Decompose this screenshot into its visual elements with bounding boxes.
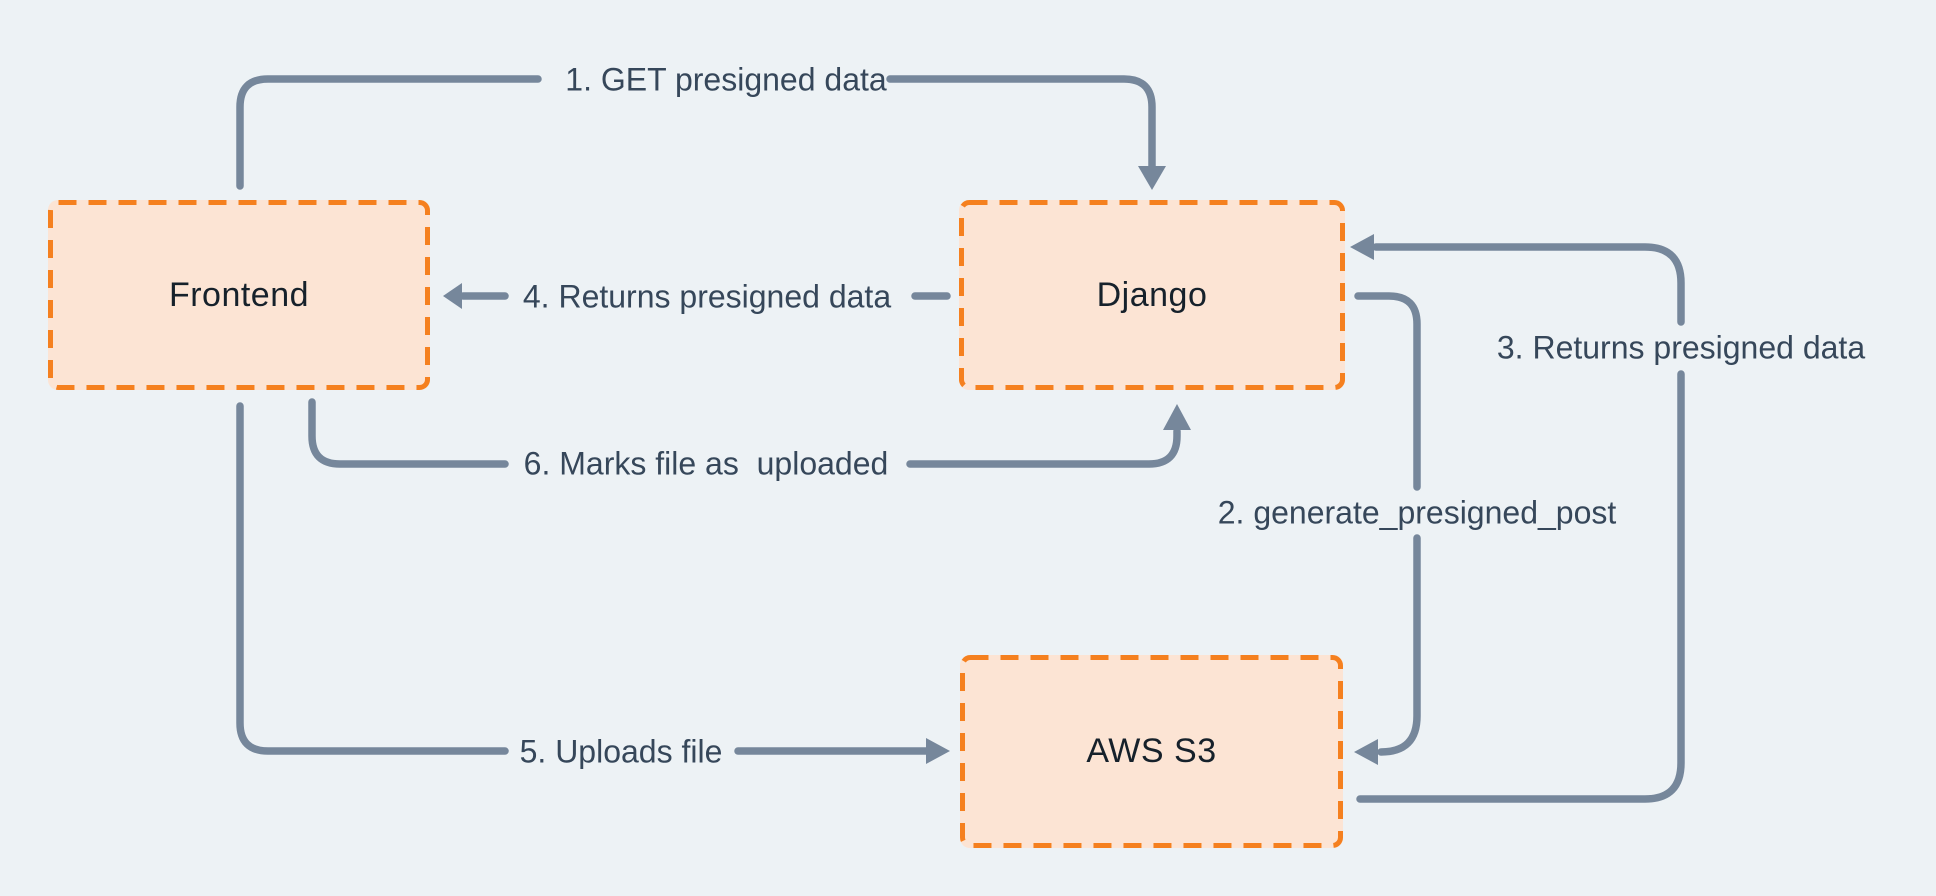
node-aws-s3-label: AWS S3 <box>1086 732 1217 770</box>
arrow-3-returns-presigned-data <box>1350 234 1685 803</box>
arrowhead-up-icon <box>1163 404 1191 430</box>
arrowhead-left-icon <box>1354 739 1378 765</box>
node-django: Django <box>959 200 1345 390</box>
arrow-6-marks-file-uploaded <box>308 398 1191 468</box>
arrowhead-left-icon <box>1350 234 1374 260</box>
arrow-4-returns-presigned-data <box>443 283 951 309</box>
arrowhead-left-icon <box>443 283 462 309</box>
edge-label-marks-file-uploaded: 6. Marks file as uploaded <box>523 445 889 482</box>
node-aws-s3: AWS S3 <box>960 655 1343 848</box>
node-frontend: Frontend <box>48 200 430 390</box>
node-frontend-label: Frontend <box>168 275 310 314</box>
edge-label-get-presigned-data: 1. GET presigned data <box>565 61 887 98</box>
arrow-2-generate-presigned-post <box>1354 292 1421 765</box>
edge-label-generate-presigned-post: 2. generate_presigned_post <box>1217 494 1617 531</box>
arrowhead-down-icon <box>1138 166 1166 190</box>
arrowhead-right-icon <box>926 738 950 764</box>
arrow-1-get-presigned-data <box>236 75 1166 190</box>
edge-label-returns-presigned-data-s3: 3. Returns presigned data <box>1496 329 1866 366</box>
node-django-label: Django <box>1096 275 1208 314</box>
edge-label-returns-presigned-data-frontend: 4. Returns presigned data <box>522 278 892 315</box>
edge-label-uploads-file: 5. Uploads file <box>519 733 723 770</box>
arrow-5-uploads-file <box>236 402 950 764</box>
